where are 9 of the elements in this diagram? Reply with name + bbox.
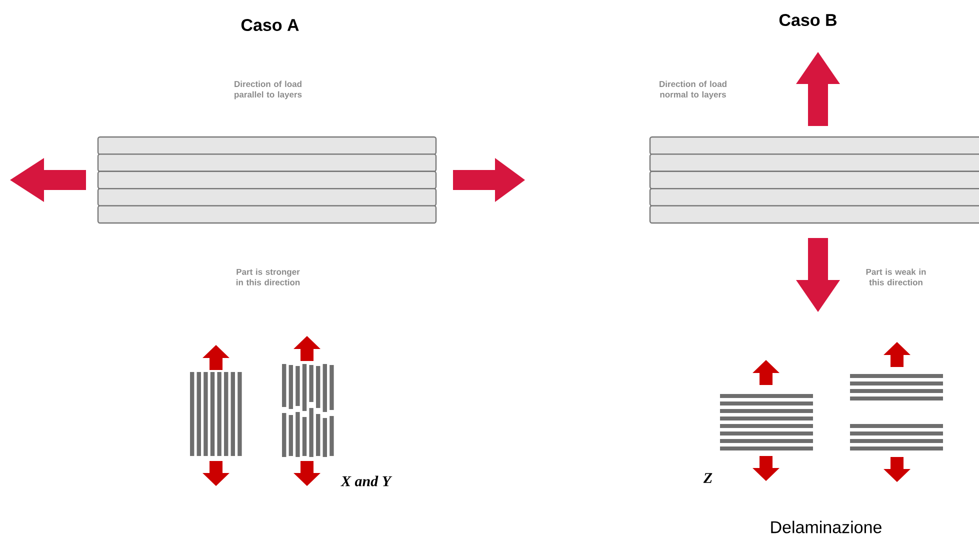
note-text: Direction of load parallel to layers	[234, 80, 302, 100]
heading: Caso A	[241, 18, 299, 32]
axis-label: Z	[703, 473, 712, 483]
axis-label: X and Y	[340, 476, 392, 486]
note-text: Part is stronger in this direction	[236, 268, 300, 286]
heading: Caso B	[779, 14, 836, 26]
note-text: Part is weak in this direction	[866, 268, 926, 286]
caption-text: Delaminazione	[771, 520, 882, 534]
note-text: Direction of load normal to layers	[660, 80, 726, 100]
